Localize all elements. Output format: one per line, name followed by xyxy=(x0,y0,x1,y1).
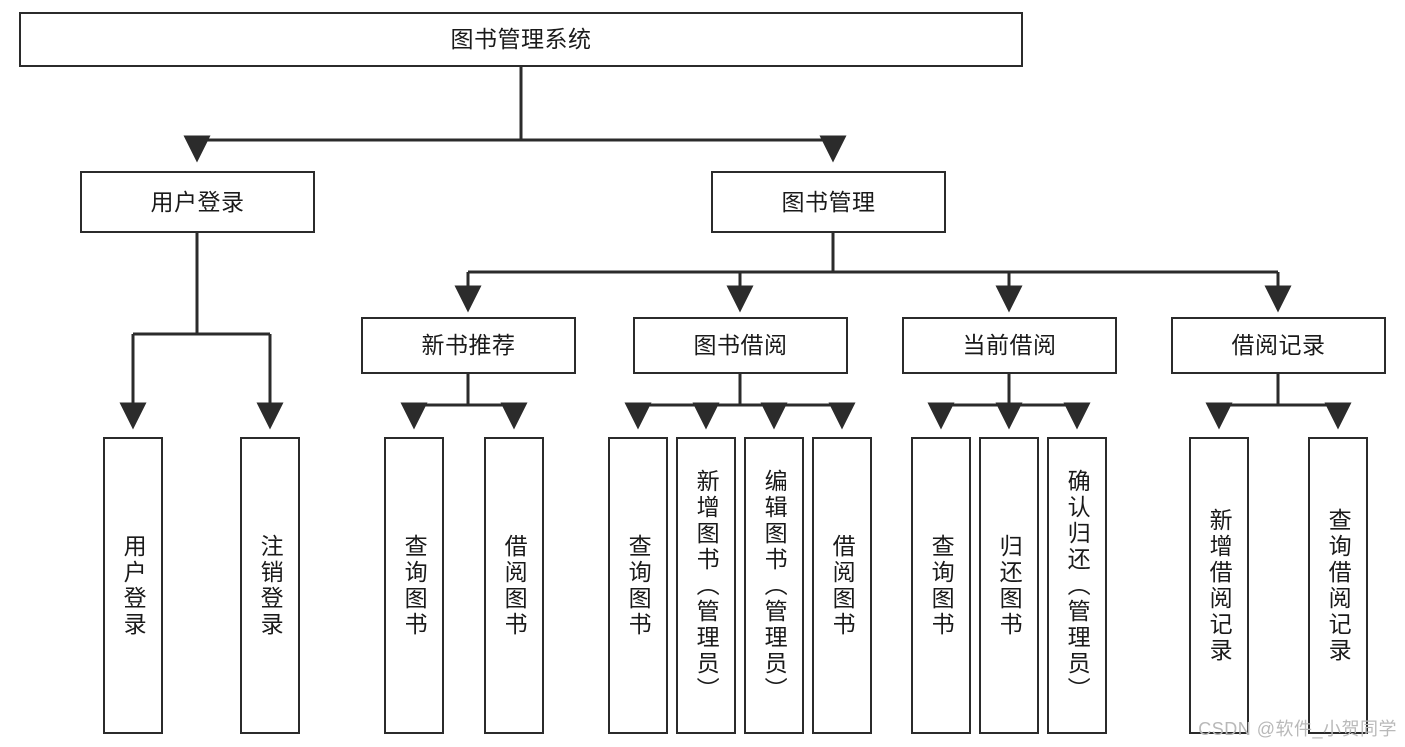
leaf-user-login-logout[interactable]: 注销登录 xyxy=(240,437,300,734)
leaf-current-borrow-confirm-return-admin[interactable]: 确认归还（管理员） xyxy=(1047,437,1107,734)
node-label: 用户登录 xyxy=(150,188,245,215)
node-user-login[interactable]: 用户登录 xyxy=(80,171,315,233)
leaf-borrow-record-query-record[interactable]: 查询借阅记录 xyxy=(1308,437,1368,734)
node-label: 归还图书 xyxy=(996,533,1023,638)
node-current-borrow[interactable]: 当前借阅 xyxy=(902,317,1117,374)
leaf-book-borrow-edit-book-admin[interactable]: 编辑图书（管理员） xyxy=(744,437,804,734)
leaf-user-login-login[interactable]: 用户登录 xyxy=(103,437,163,734)
node-label: 借阅图书 xyxy=(829,533,856,638)
leaf-book-borrow-borrow-book[interactable]: 借阅图书 xyxy=(812,437,872,734)
node-label: 编辑图书（管理员） xyxy=(761,468,788,703)
node-label: 新增借阅记录 xyxy=(1206,507,1233,664)
node-label: 确认归还（管理员） xyxy=(1064,468,1091,703)
leaf-book-borrow-add-book-admin[interactable]: 新增图书（管理员） xyxy=(676,437,736,734)
node-label: 图书管理 xyxy=(781,188,876,215)
leaf-current-borrow-return-book[interactable]: 归还图书 xyxy=(979,437,1039,734)
node-label: 新增图书（管理员） xyxy=(693,468,720,703)
node-label: 查询图书 xyxy=(625,533,652,638)
node-label: 新书推荐 xyxy=(421,332,516,359)
node-book-borrow[interactable]: 图书借阅 xyxy=(633,317,848,374)
node-label: 借阅图书 xyxy=(501,533,528,638)
node-label: 查询图书 xyxy=(928,533,955,638)
leaf-new-book-query-book[interactable]: 查询图书 xyxy=(384,437,444,734)
node-label: 图书管理系统 xyxy=(450,26,592,53)
leaf-book-borrow-query-book[interactable]: 查询图书 xyxy=(608,437,668,734)
node-new-book-recommend[interactable]: 新书推荐 xyxy=(361,317,576,374)
node-label: 注销登录 xyxy=(257,533,284,638)
node-root-book-management-system[interactable]: 图书管理系统 xyxy=(19,12,1023,67)
node-label: 借阅记录 xyxy=(1231,332,1326,359)
node-label: 当前借阅 xyxy=(962,332,1057,359)
csdn-watermark: CSDN @软件_小贺同学 xyxy=(1198,719,1397,739)
node-label: 查询图书 xyxy=(401,533,428,638)
node-label: 用户登录 xyxy=(120,533,147,638)
node-borrow-record[interactable]: 借阅记录 xyxy=(1171,317,1386,374)
leaf-current-borrow-query-book[interactable]: 查询图书 xyxy=(911,437,971,734)
node-label: 查询借阅记录 xyxy=(1325,507,1352,664)
node-book-management[interactable]: 图书管理 xyxy=(711,171,946,233)
leaf-borrow-record-add-record[interactable]: 新增借阅记录 xyxy=(1189,437,1249,734)
leaf-new-book-borrow-book[interactable]: 借阅图书 xyxy=(484,437,544,734)
node-label: 图书借阅 xyxy=(693,332,788,359)
